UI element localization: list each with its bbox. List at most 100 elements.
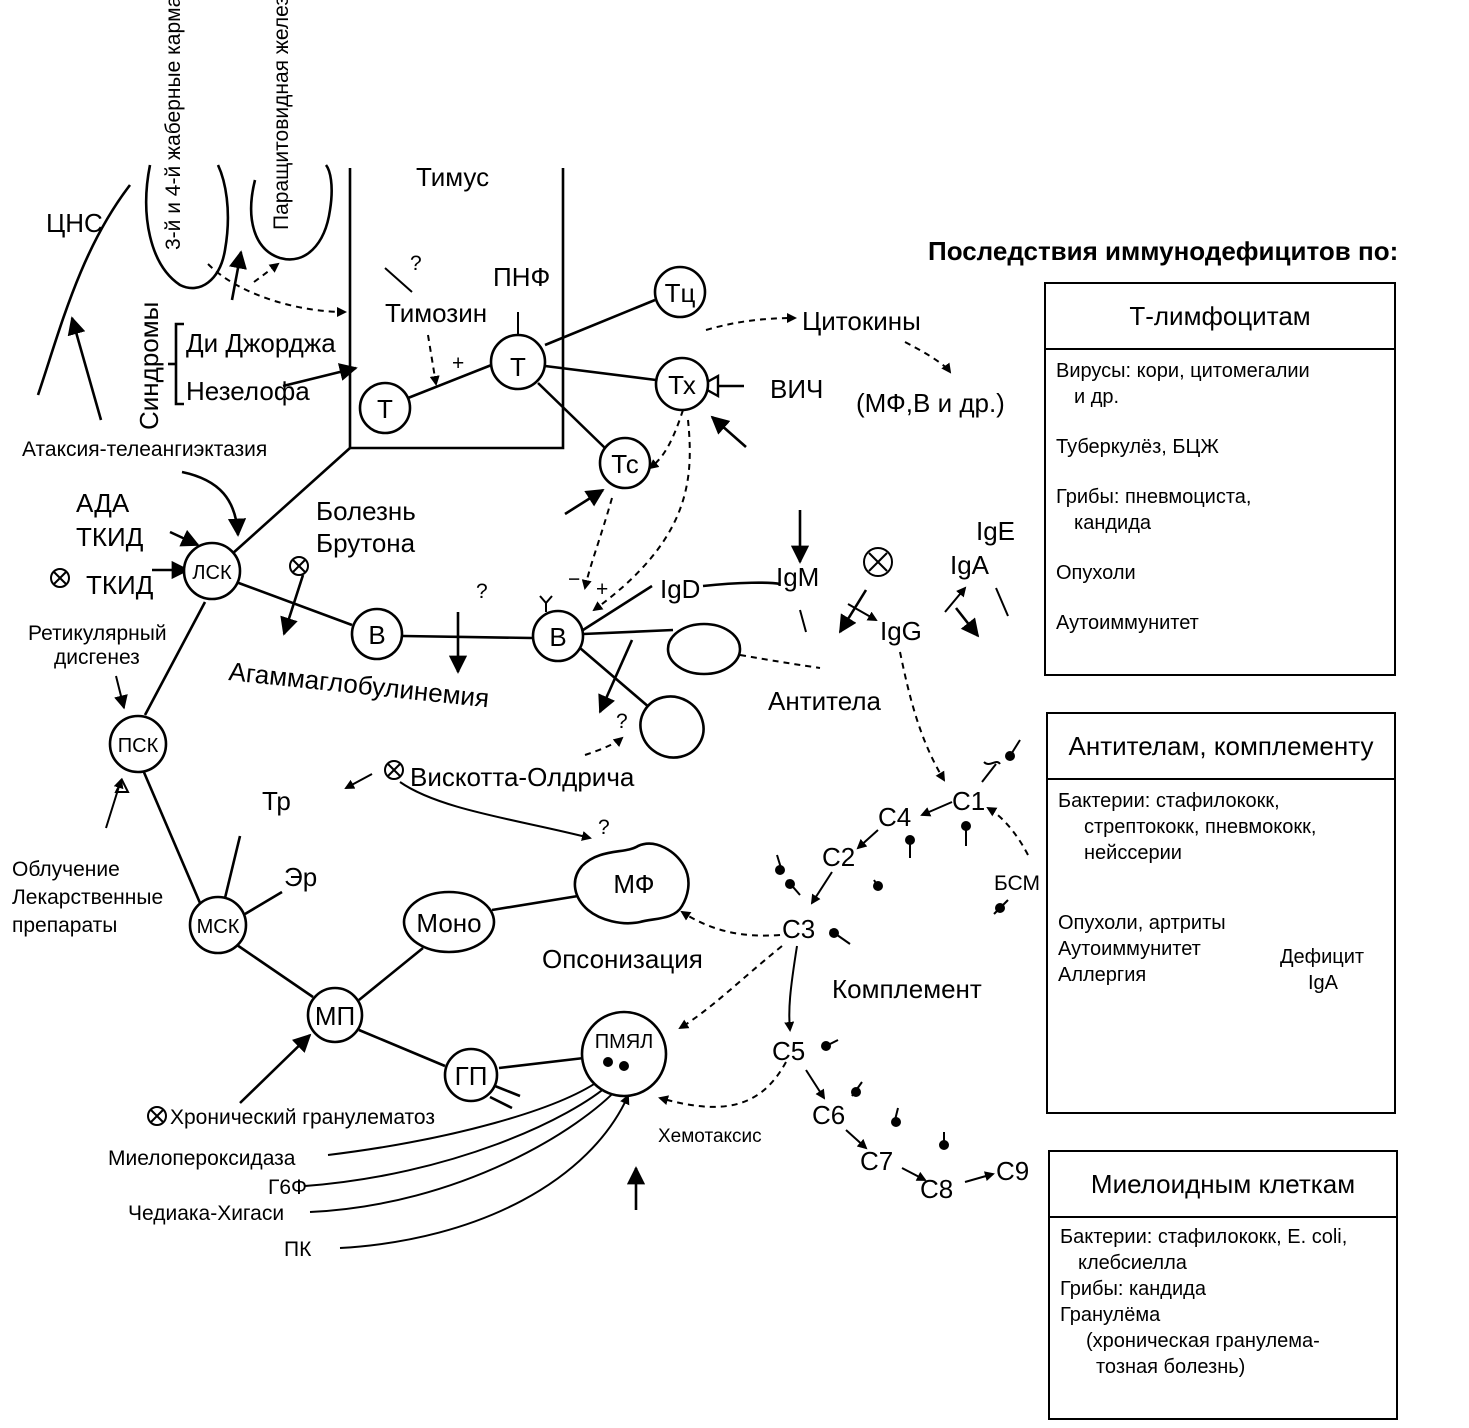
- cell-connections: [141, 298, 781, 1110]
- panel-item: Туберкулёз, БЦЖ: [1056, 436, 1219, 458]
- cell-b-1: В: [350, 607, 404, 661]
- syndromes-bracket: [168, 322, 184, 406]
- mf-question-mark: ?: [598, 816, 610, 839]
- cell-pmyal-label: ПМЯЛ: [595, 1031, 654, 1053]
- pouches-curve: [144, 164, 230, 290]
- panel-t-lymphocytes-body: Вирусы: кори, цитомегалии и др. Туберкул…: [1046, 350, 1394, 644]
- cell-mp-label: МП: [315, 1001, 355, 1031]
- chediak-higashi-label: Чедиака-Хигаси: [128, 1202, 284, 1225]
- agammaglobulinemia-label: Агаммаглобулинемия: [227, 656, 490, 713]
- ige-tick: [995, 587, 1009, 617]
- panel-antibodies-complement: Антителам, комплементу Бактерии: стафило…: [1046, 712, 1396, 1114]
- b-plus: +: [596, 578, 608, 601]
- panel-item: стрептококк, пневмококк,: [1084, 816, 1317, 838]
- panel-item: и др.: [1074, 386, 1120, 408]
- panel-item: Аллергия: [1058, 964, 1147, 986]
- cns-curve: [36, 184, 132, 396]
- igg-block-left-arrow: [838, 589, 868, 634]
- panel-item: Бактерии: стафилококк, E. coli,: [1060, 1226, 1348, 1248]
- timosin-question-mark: ?: [410, 252, 422, 275]
- iga-block-arrow: [954, 607, 980, 638]
- igg-iga-arrow: [944, 586, 967, 613]
- panel-myeloid-title: Миелоидным клеткам: [1050, 1152, 1396, 1218]
- cell-psk: ПСК: [108, 714, 168, 774]
- thrombocyte-label: Тр: [262, 786, 291, 816]
- antibodies-label: Антитела: [768, 686, 882, 716]
- thymus-frame: [348, 168, 565, 450]
- complement-c3: С3: [782, 914, 815, 944]
- cell-t-2-label: Т: [510, 352, 526, 382]
- complement-c9: С9: [996, 1156, 1029, 1186]
- ts-arrow: [564, 488, 605, 516]
- timosin-label: Тимозин: [385, 298, 487, 328]
- cell-gp: ГП: [443, 1047, 499, 1103]
- tx-arrow: [710, 415, 747, 448]
- cell-tc-label: Тц: [665, 278, 696, 308]
- igm-igg-arrow: [847, 603, 878, 621]
- panel-item: Грибы: кандида: [1060, 1278, 1206, 1300]
- cell-mf: МФ: [573, 842, 690, 925]
- complement-c1: С1: [952, 786, 985, 816]
- panel-item: (хроническая гранулема-: [1086, 1330, 1320, 1352]
- complement-c4: С4: [878, 802, 911, 832]
- cell-lsk-label: ЛСК: [192, 562, 232, 584]
- ada-label: АДА: [76, 488, 130, 518]
- g6f-label: Г6Ф: [268, 1176, 307, 1199]
- complement-arrows: [784, 801, 995, 1183]
- deficit-iga-label-line1: Дефицит: [1280, 946, 1365, 968]
- irradiation-label-line2: Лекарственные: [12, 886, 163, 909]
- igm-tick: [799, 609, 807, 633]
- cell-gp-label: ГП: [455, 1061, 488, 1091]
- iga-label: IgA: [950, 550, 990, 580]
- nezelof-label: Незелофа: [186, 376, 310, 406]
- myeloperoxidase-label: Миелопероксидаза: [108, 1147, 296, 1170]
- plasma-question-mark: ?: [616, 710, 628, 733]
- nezelof-arrow: [282, 363, 358, 388]
- igg-label: IgG: [880, 616, 922, 646]
- panel-item: Аутоиммунитет: [1056, 612, 1199, 634]
- panel-item: клебсиелла: [1078, 1252, 1187, 1274]
- chemotaxis-label: Хемотаксис: [658, 1126, 762, 1147]
- complement-c5: С5: [772, 1036, 805, 1066]
- ige-label: IgE: [976, 516, 1015, 546]
- pouches-label: 3-й и 4-й жаберные карманы: [162, 0, 185, 250]
- cell-mono-label: Моно: [416, 908, 481, 938]
- tkid-label: ТКИД: [76, 522, 144, 552]
- parathyroid-curve: [249, 164, 333, 261]
- cell-tc-cytotoxic: Тц: [653, 265, 707, 319]
- wiskott-aldrich-label: Вискотта-Олдрича: [410, 762, 635, 792]
- panel-item: Аутоиммунитет: [1058, 938, 1201, 960]
- reticular-label-line2: дисгенез: [54, 646, 140, 669]
- cell-mf-label: МФ: [613, 869, 654, 899]
- panel-item: тозная болезнь): [1096, 1356, 1246, 1378]
- panel-item: нейссерии: [1084, 842, 1182, 864]
- cell-t-1: Т: [358, 381, 412, 435]
- thymus-label: Тимус: [416, 162, 489, 192]
- syndromes-label: Синдромы: [134, 302, 164, 430]
- plasma-cell-1: [666, 622, 742, 676]
- cell-t-2: Т: [489, 333, 547, 391]
- ada-arrow: [169, 529, 200, 547]
- cell-b-2-label: В: [549, 622, 566, 652]
- complement-c8: С8: [920, 1174, 953, 1204]
- parathyroid-label: Паращитовидная железа: [270, 0, 293, 230]
- pk-arrow: [339, 1094, 630, 1249]
- panel-t-lymphocytes-title: Т-лимфоцитам: [1046, 284, 1394, 350]
- complement-c7: С7: [860, 1146, 893, 1176]
- igd-label: IgD: [660, 574, 700, 604]
- complement-c2: С2: [822, 842, 855, 872]
- cell-mp: МП: [306, 986, 364, 1044]
- irradiation-label-line3: препараты: [12, 914, 117, 937]
- cell-pmyal: ПМЯЛ: [580, 1010, 668, 1098]
- panel-item: Грибы: пневмоциста,: [1056, 486, 1252, 508]
- b-minus: −: [568, 568, 580, 591]
- opsonization-label: Опсонизация: [542, 944, 703, 974]
- b-question-mark: ?: [476, 580, 488, 603]
- cytokines-label: Цитокины: [802, 306, 921, 336]
- bruton-label-line1: Болезнь: [316, 496, 416, 526]
- timosin-plus: +: [452, 352, 464, 375]
- panel-item: Бактерии: стафилококк,: [1058, 790, 1280, 812]
- parathyroid-block-arrow: [229, 250, 247, 301]
